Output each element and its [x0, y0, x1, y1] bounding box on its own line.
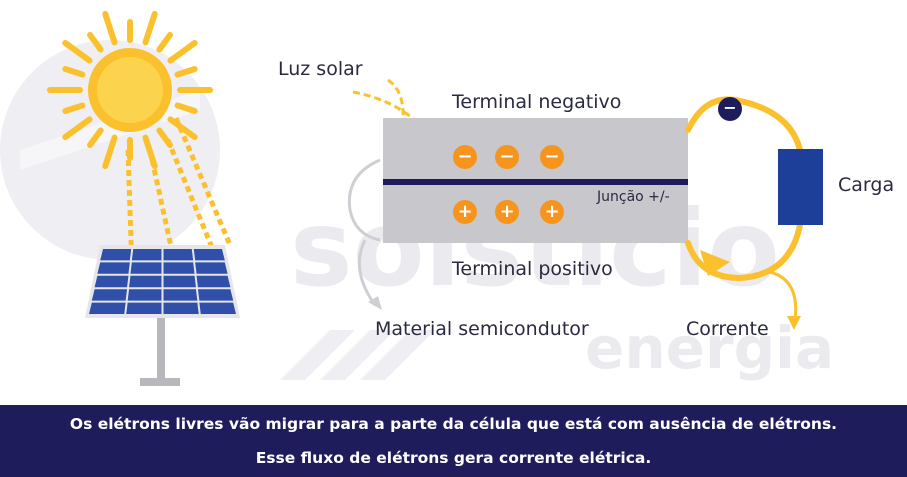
caption-banner: Os elétrons livres vão migrar para a par…	[0, 405, 907, 477]
negative-terminal-label: Terminal negativo	[452, 91, 622, 113]
panel-cell	[193, 249, 225, 261]
circuit-electron-badge: −	[718, 97, 742, 121]
sun-ray	[142, 134, 158, 170]
sun-ray	[102, 134, 118, 170]
panel-cell	[197, 289, 234, 301]
electron-charge: −	[495, 145, 519, 169]
panel-cell	[163, 262, 195, 274]
sun-ray	[142, 10, 158, 46]
panel-cell	[163, 275, 196, 288]
sun-ray	[156, 31, 173, 53]
panel-cell	[163, 289, 198, 301]
hole-charge: +	[495, 200, 519, 224]
panel-cell	[163, 249, 194, 261]
positive-terminal-label: Terminal positivo	[452, 258, 613, 280]
sun-ray	[62, 39, 93, 64]
electron-charge: −	[540, 145, 564, 169]
panel-cell	[129, 275, 162, 288]
semiconductor-pointer	[347, 158, 382, 310]
sun-ray	[87, 31, 104, 53]
panel-cell	[89, 302, 126, 314]
semiconductor-cell	[383, 118, 688, 243]
solar-cell-diagram: solstício energia	[0, 10, 895, 386]
caption-line-2: Esse fluxo de elétrons gera corrente elé…	[255, 449, 652, 467]
sun-ray	[62, 102, 86, 115]
sun-ray	[102, 10, 118, 46]
sunlight-label: Luz solar	[278, 58, 363, 80]
sun-ray	[174, 65, 198, 78]
sun-icon	[47, 10, 213, 170]
sun-ray	[87, 127, 104, 149]
sun-ray	[62, 116, 93, 141]
load-block	[778, 149, 823, 225]
panel-cell	[199, 302, 236, 314]
current-arrow	[769, 270, 801, 330]
sun-ray	[62, 65, 86, 78]
semiconductor-label: Material semicondutor	[375, 318, 589, 340]
panel-cell	[130, 262, 162, 274]
panel-cell	[127, 289, 162, 301]
panel-cell	[131, 249, 162, 261]
panel-cell	[195, 262, 228, 274]
panel-cell	[126, 302, 162, 314]
sun-ray	[167, 39, 198, 64]
load-label: Carga	[838, 174, 895, 196]
sun-ray	[174, 102, 198, 115]
sun-ray	[167, 116, 198, 141]
current-label: Corrente	[686, 318, 769, 340]
panel-cell	[163, 302, 199, 314]
junction-label: Junção +/-	[597, 189, 670, 205]
sun-ray	[156, 127, 173, 149]
panel-cell	[91, 289, 128, 301]
electron-charge: −	[453, 145, 477, 169]
panel-cell	[94, 275, 129, 288]
caption-line-1: Os elétrons livres vão migrar para a par…	[69, 415, 838, 433]
solar-panel-icon	[85, 245, 240, 386]
hole-charge: +	[540, 200, 564, 224]
panel-cell	[100, 249, 132, 261]
hole-charge: +	[453, 200, 477, 224]
panel-cell	[97, 262, 130, 274]
panel-cell	[196, 275, 231, 288]
